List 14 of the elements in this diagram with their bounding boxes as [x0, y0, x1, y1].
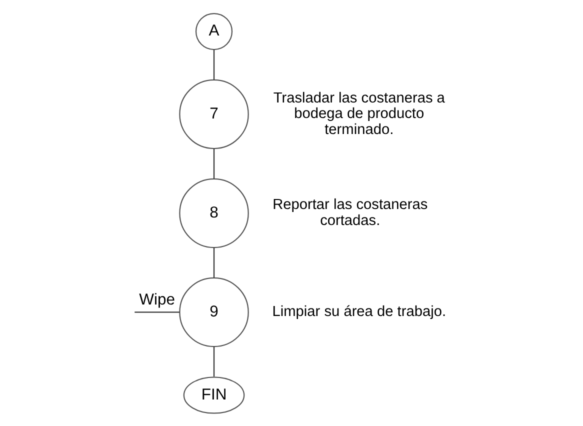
connector — [212, 49, 214, 80]
node-label: Reportar las costaneras cortadas. — [272, 196, 428, 228]
node-label: Limpiar su área de trabajo. — [272, 304, 446, 320]
connector — [212, 148, 214, 178]
connector — [212, 346, 214, 376]
node-circle: A — [194, 12, 232, 50]
node-circle: 7 — [178, 78, 248, 149]
node-ellipse: FIN — [182, 376, 244, 414]
node-circle: 8 — [178, 178, 248, 248]
node-label: Trasladar las costaneras a bodega de producto terminado. — [272, 90, 444, 138]
connector — [212, 247, 214, 278]
node-circle: 9 — [178, 276, 248, 347]
edge-label: Wipe — [138, 291, 175, 308]
connector — [134, 311, 180, 312]
